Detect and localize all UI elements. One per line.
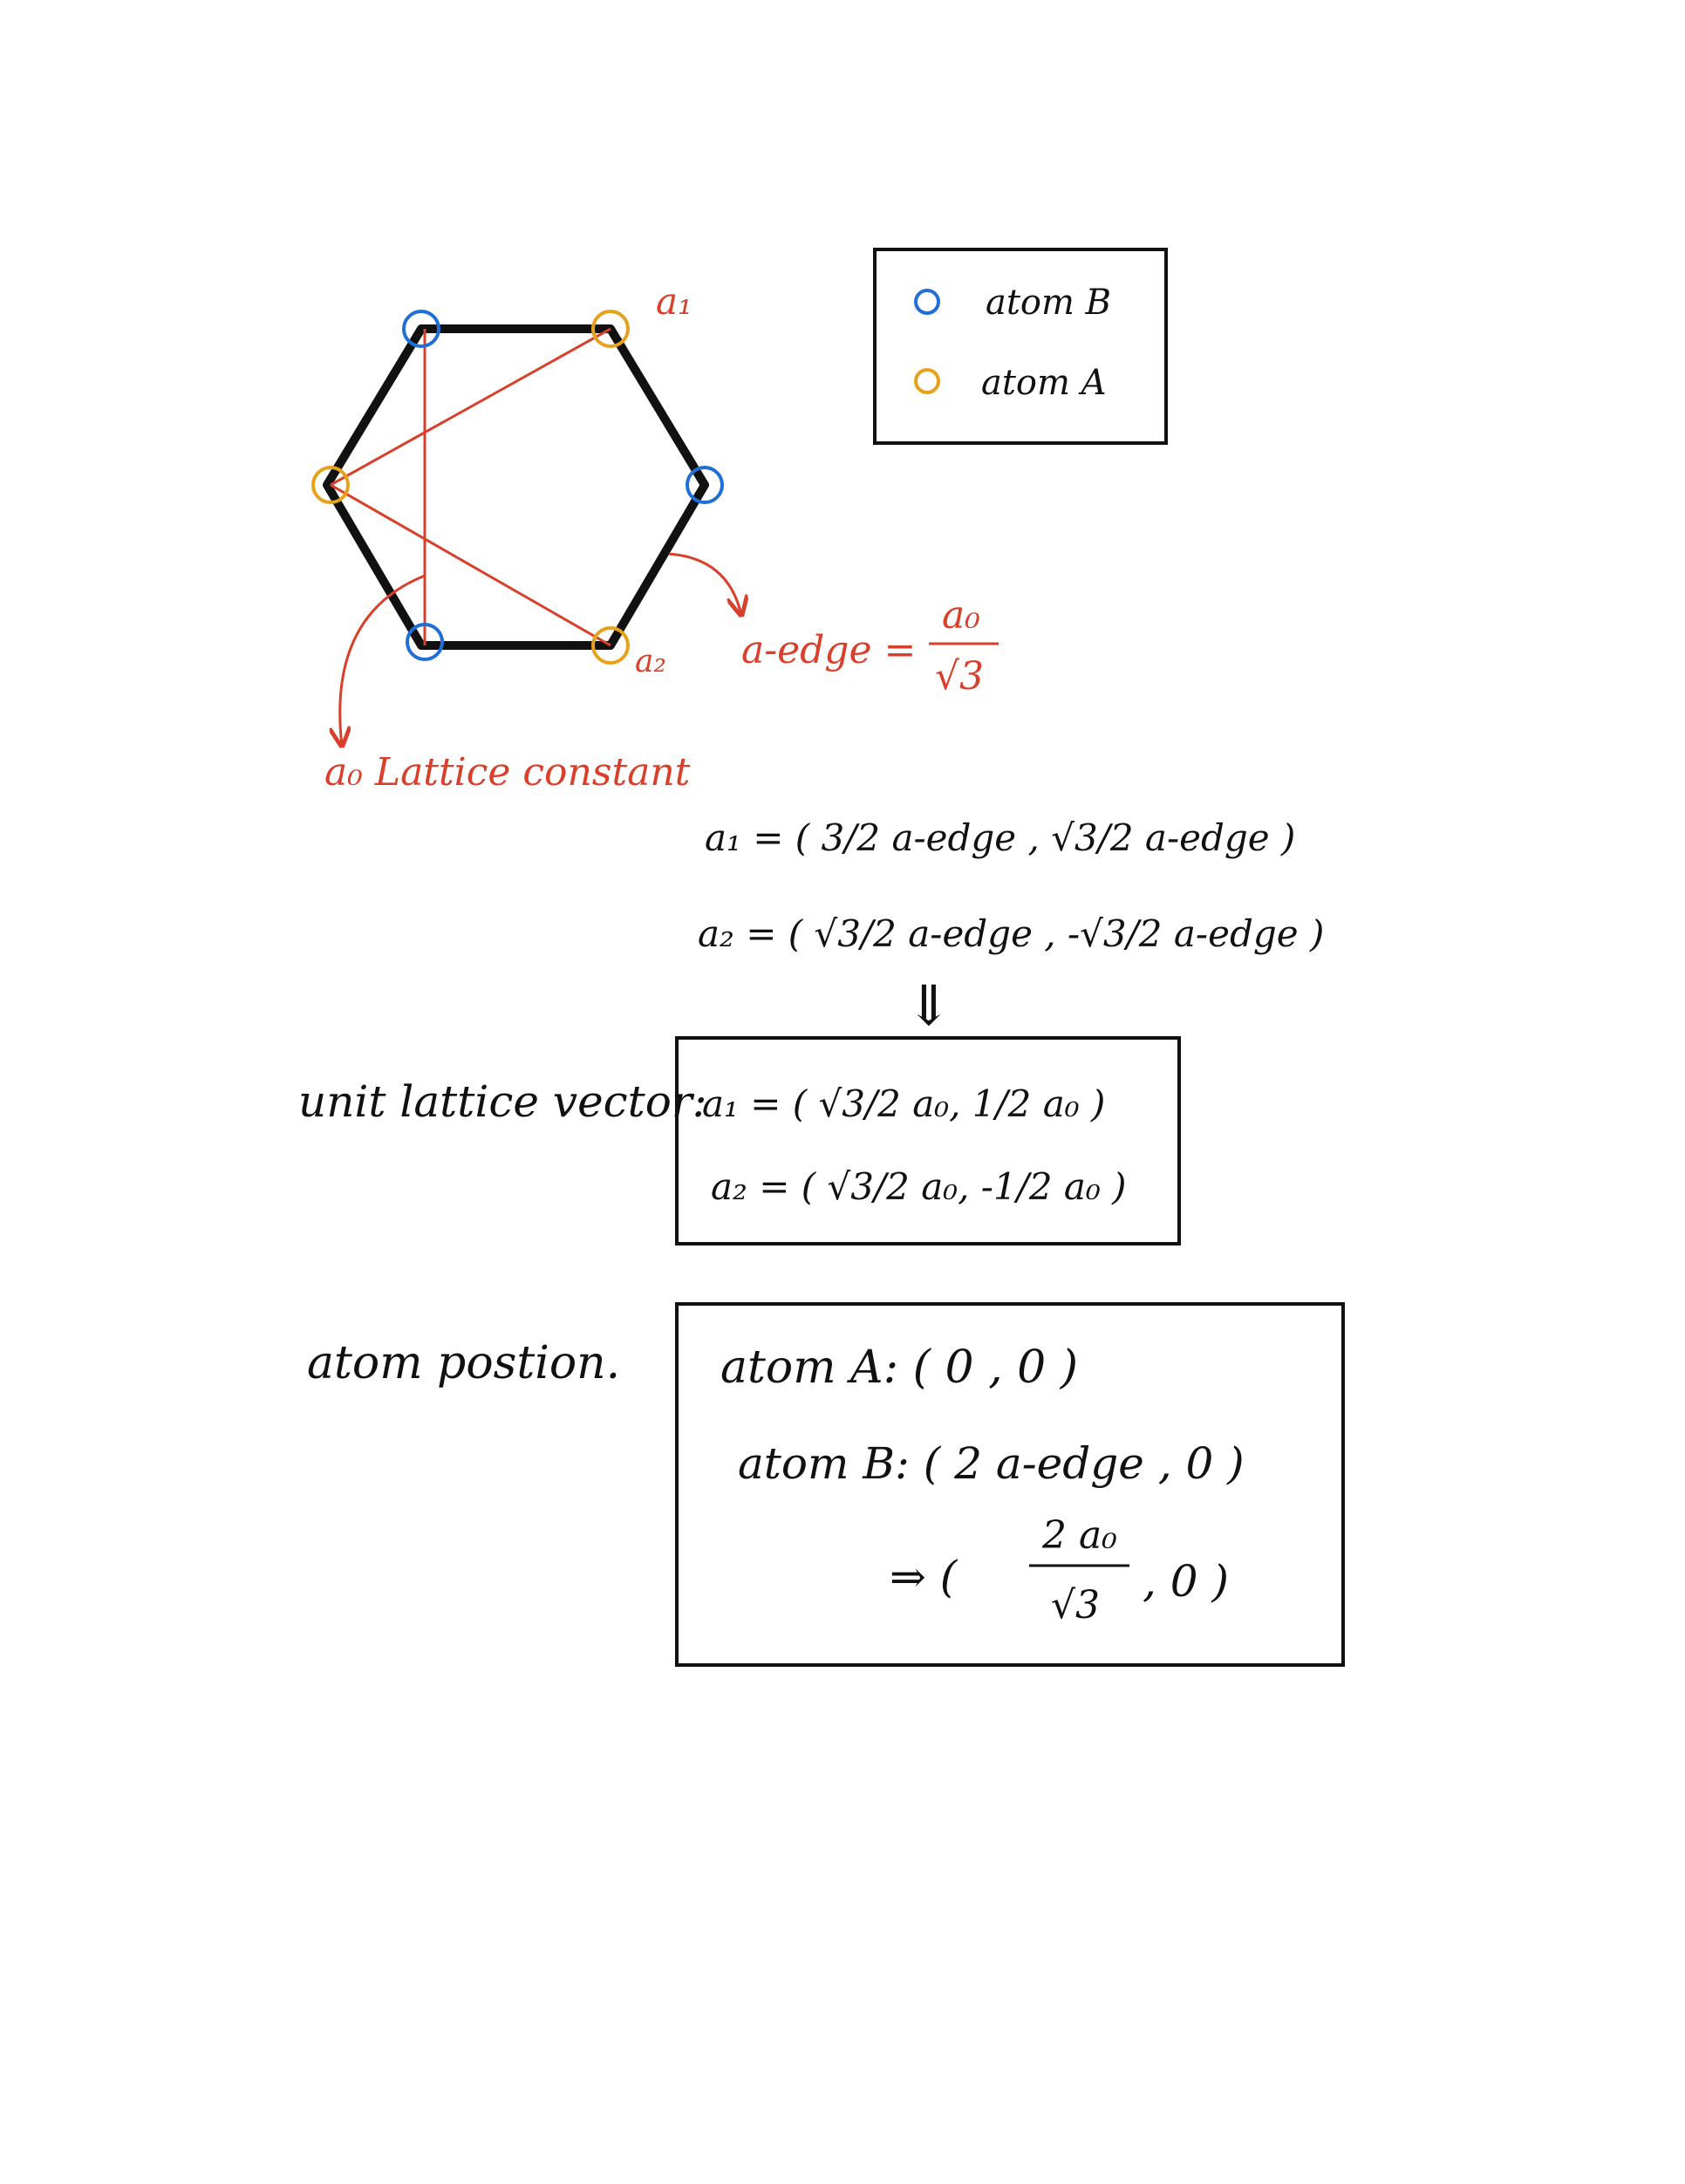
a1-vector-line [330, 327, 611, 487]
atom-b-marker [686, 466, 724, 504]
derivation-down-arrow: ⇓ [905, 974, 952, 1039]
a-edge-pointer-arrow [668, 552, 741, 615]
atom-markers [311, 310, 724, 665]
a-edge-numerator: a₀ [942, 593, 980, 638]
unit-lattice-vector-label: unit lattice vector: [298, 1076, 707, 1127]
legend-atom-b-label: atom B [986, 283, 1111, 323]
atom-b-position: atom B: ( 2 a-edge , 0 ) [738, 1438, 1245, 1489]
legend-atom-a-swatch [914, 368, 940, 394]
implies-arrow: ⇒ ( [890, 1552, 958, 1602]
atom-a-marker [591, 626, 630, 665]
hexagon-outline [323, 324, 709, 650]
atom-a-marker [311, 466, 350, 504]
unit-lattice-vector-box [675, 1036, 1181, 1246]
atom-position-box [675, 1302, 1345, 1667]
lattice-constant-label: a₀ Lattice constant [324, 750, 691, 795]
a-edge-denominator: √3 [935, 654, 984, 699]
atom-b-fraction-numerator: 2 a₀ [1041, 1513, 1117, 1558]
atom-a-position: atom A: ( 0 , 0 ) [720, 1341, 1078, 1394]
a2-in-a-edge: a₂ = ( √3/2 a-edge , -√3/2 a-edge ) [698, 912, 1324, 955]
a-edge-label: a-edge = [741, 628, 916, 672]
atom-a-marker [591, 310, 630, 348]
lattice-constant-pointer-arrow [340, 574, 426, 746]
a1-in-a-edge: a₁ = ( 3/2 a-edge , √3/2 a-edge ) [705, 816, 1295, 859]
atom-b-marker [406, 623, 444, 661]
legend-atom-b-swatch [914, 289, 940, 315]
atom-b-marker [402, 310, 440, 348]
a2-vector-label: a₂ [635, 644, 666, 679]
a2-vector-line [330, 483, 611, 647]
unit-a2-vector: a₂ = ( √3/2 a₀, -1/2 a₀ ) [711, 1165, 1127, 1208]
a1-vector-label: a₁ [656, 280, 692, 323]
legend-atom-a-label: atom A [981, 363, 1107, 403]
atom-b-fraction-denominator: √3 [1051, 1583, 1100, 1628]
legend-box [873, 248, 1168, 445]
atom-b-position-tail: , 0 ) [1143, 1556, 1229, 1607]
lattice-vector-lines [330, 327, 741, 746]
unit-a1-vector: a₁ = ( √3/2 a₀, 1/2 a₀ ) [702, 1082, 1105, 1125]
atom-position-label: atom postion. [307, 1337, 620, 1389]
